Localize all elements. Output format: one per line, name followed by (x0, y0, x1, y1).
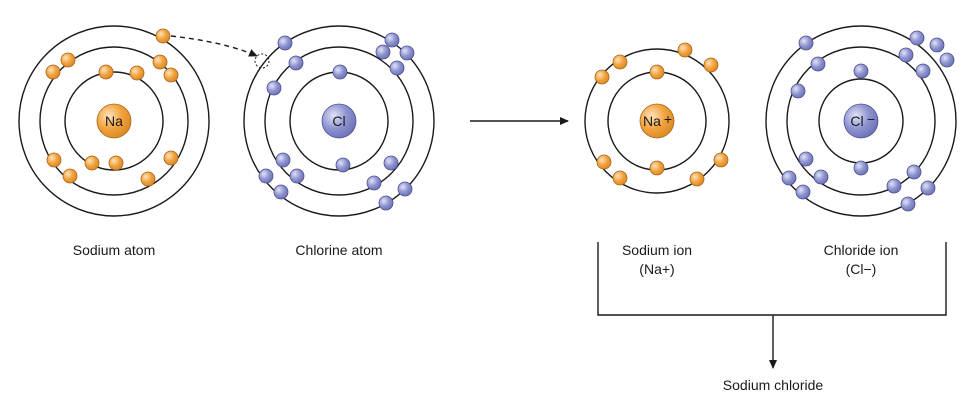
nucleus (96, 103, 132, 139)
product-caption: Sodium chloride (722, 377, 824, 393)
chlorine-atom-caption: Chlorine atom (295, 242, 383, 258)
electron (46, 152, 62, 168)
electron (275, 152, 291, 168)
electron (929, 37, 945, 53)
electron (795, 184, 811, 200)
nucleus (321, 103, 357, 139)
electron (335, 157, 351, 173)
electrons (258, 32, 415, 211)
nucleus-charge: + (664, 111, 672, 127)
shell-2 (584, 48, 730, 194)
electron (60, 52, 76, 68)
electron (810, 56, 826, 72)
electron-vacancy (254, 53, 270, 69)
electron (915, 63, 931, 79)
electron (98, 64, 114, 80)
shell-3 (243, 25, 435, 217)
electron (375, 44, 391, 60)
electron (649, 64, 665, 80)
electron (399, 45, 415, 61)
electron (332, 64, 348, 80)
sodium-atom: Na (18, 25, 210, 217)
electron (853, 160, 869, 176)
electron (289, 168, 305, 184)
electron (853, 63, 869, 79)
chloride-ion-formula: (Cl−) (845, 261, 877, 277)
electron (163, 150, 179, 166)
nucleus (639, 103, 675, 139)
electron (906, 164, 922, 180)
electrons (594, 42, 729, 187)
electron (277, 35, 293, 51)
sodium-atom-caption: Sodium atom (72, 242, 156, 258)
electron (163, 67, 179, 83)
nucleus-symbol: Cl (332, 113, 345, 129)
electron (813, 169, 829, 185)
electron (397, 181, 413, 197)
electron (594, 69, 610, 85)
electron (596, 154, 612, 170)
nucleus-symbol: Na (643, 113, 661, 129)
shell-3 (18, 25, 210, 217)
electron (713, 152, 729, 168)
electron (62, 168, 78, 184)
electron (273, 184, 289, 200)
shell-3 (765, 25, 957, 217)
electron (798, 35, 814, 51)
electron (900, 196, 916, 212)
shell-2 (264, 46, 414, 196)
electron (649, 160, 665, 176)
electron (258, 168, 274, 184)
electron (266, 80, 282, 96)
electron (288, 55, 304, 71)
electron (677, 42, 693, 58)
sodium-ion-name: Sodium ion (621, 242, 693, 258)
combination-bracket (597, 242, 947, 316)
electron (155, 28, 171, 44)
sodium-ion-formula: (Na+) (639, 261, 675, 277)
electrons (45, 28, 179, 187)
electron (384, 32, 400, 48)
electron (798, 151, 814, 167)
electron (152, 54, 168, 70)
electron (781, 170, 797, 186)
chloride-ion-caption: Chloride ion (Cl−) (791, 241, 931, 279)
electron (129, 65, 145, 81)
electron (140, 171, 156, 187)
electron (45, 64, 61, 80)
electron (108, 155, 124, 171)
nucleus-symbol: Na (105, 113, 123, 129)
electron (703, 57, 719, 73)
electron (612, 54, 628, 70)
shell-2 (786, 46, 936, 196)
sodium-ion: Na + (584, 42, 730, 194)
electrons (781, 30, 955, 212)
electron (378, 195, 394, 211)
sodium-ion-caption: Sodium ion (Na+) (587, 241, 727, 279)
nucleus-symbol: Cl (850, 113, 863, 129)
electron (366, 175, 382, 191)
electron (84, 155, 100, 171)
shell-2 (39, 46, 189, 196)
chlorine-atom: Cl (243, 25, 435, 217)
electron (939, 52, 955, 68)
nucleus-charge: − (867, 111, 875, 127)
electron-transfer-arrow (170, 35, 258, 57)
chloride-ion-name: Chloride ion (823, 242, 899, 258)
electron (886, 178, 902, 194)
electron (689, 171, 705, 187)
electron (612, 170, 628, 186)
electron (383, 155, 399, 171)
chloride-ion: Cl − (765, 25, 957, 217)
electron (920, 180, 936, 196)
electron (898, 47, 914, 63)
electron (389, 60, 405, 76)
electron (790, 83, 806, 99)
nucleus (843, 103, 879, 139)
electron (909, 30, 925, 46)
